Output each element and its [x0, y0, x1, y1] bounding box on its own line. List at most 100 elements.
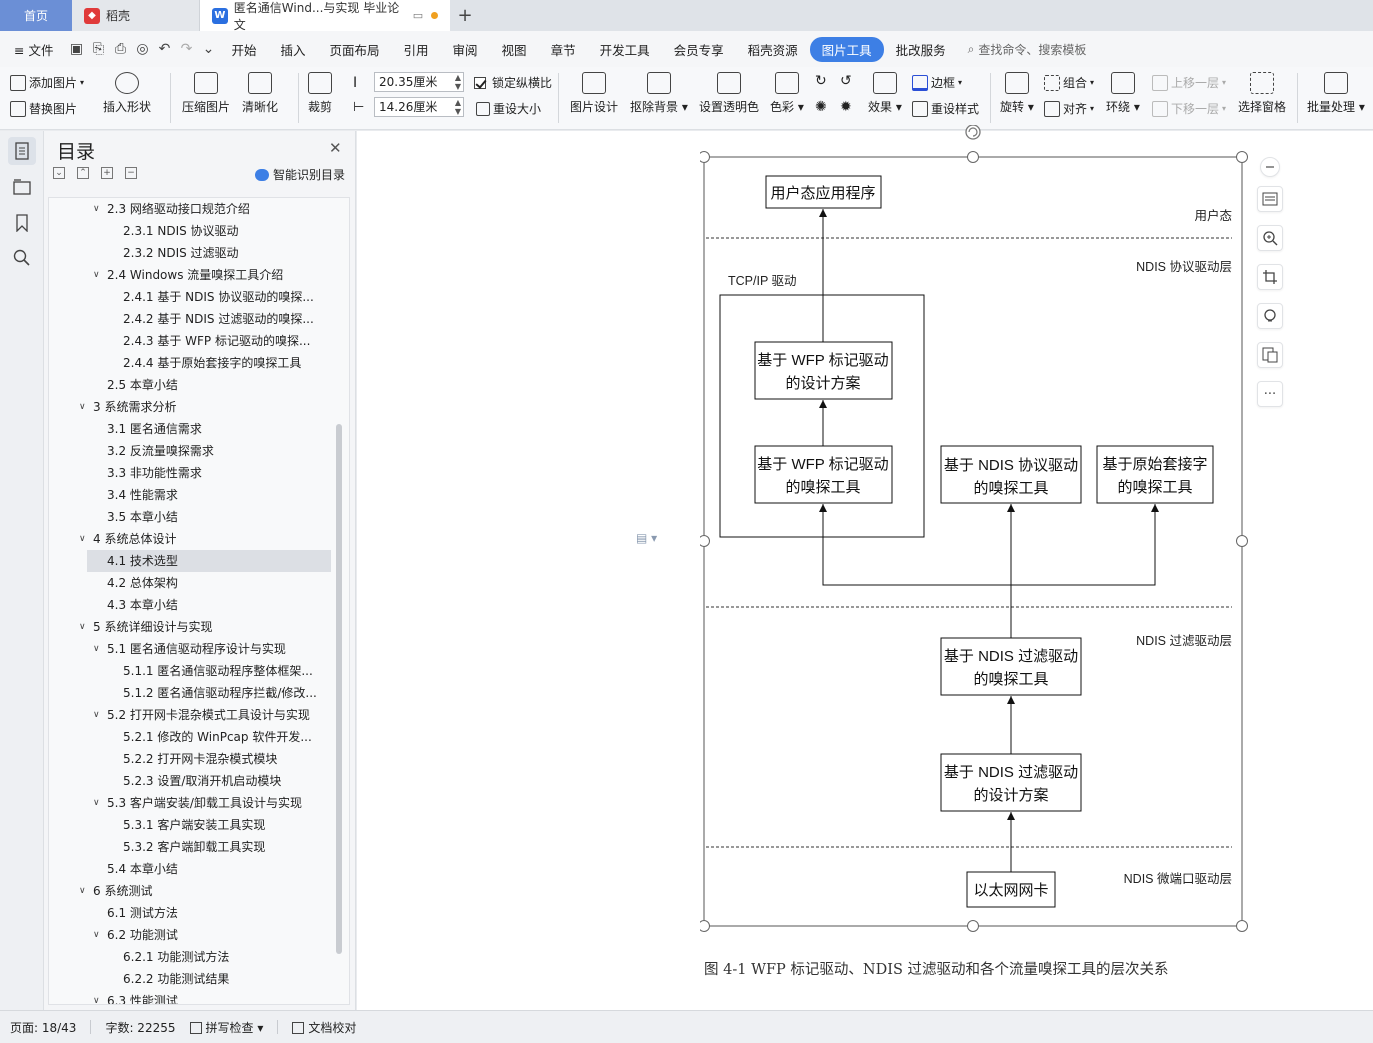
paste-options-icon[interactable]: ▤ ▾: [636, 531, 658, 545]
brightness-down-icon[interactable]: ↺: [840, 73, 852, 89]
menu-item-layout[interactable]: 页面布局: [329, 42, 380, 58]
preview-icon[interactable]: ◎: [136, 41, 149, 57]
toc-item[interactable]: 5.1.1 匿名通信驱动程序整体框架...: [49, 660, 331, 682]
chevron-down-icon[interactable]: ∨: [93, 644, 100, 654]
menu-item-member[interactable]: 会员专享: [673, 42, 724, 58]
find-icon[interactable]: [8, 244, 36, 272]
effects-button[interactable]: 效果 ▾: [868, 72, 902, 115]
toc-item[interactable]: ∨6 系统测试: [49, 880, 331, 902]
menu-item-view[interactable]: 视图: [501, 42, 527, 58]
toc-panel-icon[interactable]: [8, 137, 36, 165]
toc-item[interactable]: 2.4.4 基于原始套接字的嗅探工具: [49, 352, 331, 374]
idea-icon[interactable]: [1257, 303, 1283, 329]
send-backward-button[interactable]: 下移一层▾: [1152, 100, 1226, 117]
toc-item[interactable]: 5.2.3 设置/取消开机启动模块: [49, 770, 331, 792]
chevron-down-icon[interactable]: ∨: [93, 204, 100, 214]
chevron-down-icon[interactable]: ∨: [93, 798, 100, 808]
more-icon[interactable]: ⌄: [202, 41, 215, 57]
chevron-down-icon[interactable]: ∨: [79, 402, 86, 412]
command-search[interactable]: ⌕ 查找命令、搜索模板: [968, 41, 1087, 58]
toc-item[interactable]: ∨6.2 功能测试: [49, 924, 331, 946]
brightness-up-icon[interactable]: ↻: [815, 73, 827, 89]
toc-item[interactable]: 6.1 测试方法: [49, 902, 331, 924]
chevron-down-icon[interactable]: ∨: [79, 534, 86, 544]
menu-item-docer[interactable]: 稻壳资源: [747, 42, 798, 58]
toc-item[interactable]: 5.2.2 打开网卡混杂模式模块: [49, 748, 331, 770]
spinner-icon[interactable]: ▲▼: [454, 98, 461, 116]
close-icon[interactable]: ✕: [329, 139, 342, 157]
tab-docer[interactable]: ◆ 稻壳: [72, 0, 200, 31]
smart-toc-button[interactable]: 智能识别目录: [255, 166, 345, 183]
collapse-up-icon[interactable]: ⌃: [77, 167, 89, 179]
toc-item[interactable]: 5.4 本章小结: [49, 858, 331, 880]
resize-handles[interactable]: [700, 151, 1248, 932]
toc-item[interactable]: 5.2.1 修改的 WinPcap 软件开发...: [49, 726, 331, 748]
word-count[interactable]: 字数: 22255: [105, 1020, 176, 1035]
compress-button[interactable]: 压缩图片: [182, 72, 230, 115]
reset-style-button[interactable]: 重设样式: [912, 100, 979, 117]
spinner-icon[interactable]: ▲▼: [454, 73, 461, 91]
zoom-in-icon[interactable]: [1257, 225, 1283, 251]
image-design-button[interactable]: 图片设计: [570, 72, 618, 115]
toc-item[interactable]: 2.4.2 基于 NDIS 过滤驱动的嗅探...: [49, 308, 331, 330]
toc-item[interactable]: 6.2.2 功能测试结果: [49, 968, 331, 990]
undo-icon[interactable]: ↶: [158, 41, 171, 57]
menu-item-review[interactable]: 审阅: [452, 42, 478, 58]
align-button[interactable]: 对齐▾: [1044, 100, 1094, 117]
image-to-text-icon[interactable]: [1257, 342, 1283, 368]
toc-item[interactable]: ∨5.1 匿名通信驱动程序设计与实现: [49, 638, 331, 660]
toc-item[interactable]: ∨2.3 网络驱动接口规范介绍: [49, 198, 331, 220]
sharpen-button[interactable]: 清晰化: [242, 72, 278, 115]
toc-item[interactable]: 2.3.2 NDIS 过滤驱动: [49, 242, 331, 264]
toc-item[interactable]: ∨3 系统需求分析: [49, 396, 331, 418]
file-menu[interactable]: ≡ 文件: [14, 42, 54, 58]
contrast-up-icon[interactable]: ✺: [815, 99, 827, 115]
toc-item[interactable]: 3.2 反流量嗅探需求: [49, 440, 331, 462]
menu-item-correction[interactable]: 批改服务: [895, 42, 946, 58]
chevron-down-icon[interactable]: ∨: [93, 930, 100, 940]
toc-item[interactable]: 3.3 非功能性需求: [49, 462, 331, 484]
replace-image-button[interactable]: 替换图片: [10, 100, 77, 117]
toc-item[interactable]: 6.2.1 功能测试方法: [49, 946, 331, 968]
figure-diagram[interactable]: 用户态 NDIS 协议驱动层 NDIS 过滤驱动层 NDIS 微端口驱动层 TC…: [700, 125, 1250, 935]
more-options-icon[interactable]: ···: [1257, 381, 1283, 407]
color-button[interactable]: 色彩 ▾: [770, 72, 804, 115]
save-icon[interactable]: ▣: [69, 41, 84, 57]
menu-item-picture-tools[interactable]: 图片工具: [809, 36, 884, 62]
toc-item[interactable]: 4.2 总体架构: [49, 572, 331, 594]
menu-item-developer[interactable]: 开发工具: [599, 42, 650, 58]
chevron-down-icon[interactable]: ∨: [93, 710, 100, 720]
menu-item-start[interactable]: 开始: [231, 42, 257, 58]
menu-item-section[interactable]: 章节: [550, 42, 576, 58]
zoom-out-icon[interactable]: [1260, 157, 1280, 177]
toc-item[interactable]: ∨5.3 客户端安装/卸载工具设计与实现: [49, 792, 331, 814]
print-icon[interactable]: ⎙: [114, 41, 127, 57]
toc-item[interactable]: 2.4.1 基于 NDIS 协议驱动的嗅探...: [49, 286, 331, 308]
toc-item[interactable]: ∨5 系统详细设计与实现: [49, 616, 331, 638]
collapse-down-icon[interactable]: ⌄: [53, 167, 65, 179]
toc-item[interactable]: ∨5.2 打开网卡混杂模式工具设计与实现: [49, 704, 331, 726]
rotate-button[interactable]: 旋转 ▾: [1000, 72, 1034, 115]
toc-item[interactable]: 4.3 本章小结: [49, 594, 331, 616]
toc-scrollbar[interactable]: [336, 424, 342, 954]
toc-item[interactable]: 2.5 本章小结: [49, 374, 331, 396]
tab-document[interactable]: W 匿名通信Wind...与实现 毕业论文 ▭: [200, 0, 450, 32]
toc-item[interactable]: 5.1.2 匿名通信驱动程序拦截/修改...: [49, 682, 331, 704]
proofread-button[interactable]: 文档校对: [292, 1019, 356, 1036]
toc-item[interactable]: 4.1 技术选型: [87, 550, 331, 572]
lock-ratio-checkbox[interactable]: 锁定纵横比: [474, 74, 552, 91]
selection-pane-button[interactable]: 选择窗格: [1238, 72, 1286, 115]
height-input[interactable]: 14.26厘米▲▼: [374, 97, 464, 117]
menu-item-insert[interactable]: 插入: [280, 42, 306, 58]
toc-item[interactable]: ∨4 系统总体设计: [49, 528, 331, 550]
collapse-all-icon[interactable]: −: [125, 167, 137, 179]
remove-background-button[interactable]: 抠除背景 ▾: [630, 72, 688, 115]
new-tab-icon[interactable]: +: [457, 5, 473, 26]
crop-button[interactable]: 裁剪: [308, 72, 332, 115]
chevron-down-icon[interactable]: ∨: [79, 622, 86, 632]
redo-icon[interactable]: ↷: [180, 41, 193, 57]
bring-forward-button[interactable]: 上移一层▾: [1152, 74, 1226, 91]
toc-item[interactable]: 3.5 本章小结: [49, 506, 331, 528]
set-transparent-button[interactable]: 设置透明色: [699, 72, 759, 115]
export-icon[interactable]: ⎘: [92, 41, 105, 57]
